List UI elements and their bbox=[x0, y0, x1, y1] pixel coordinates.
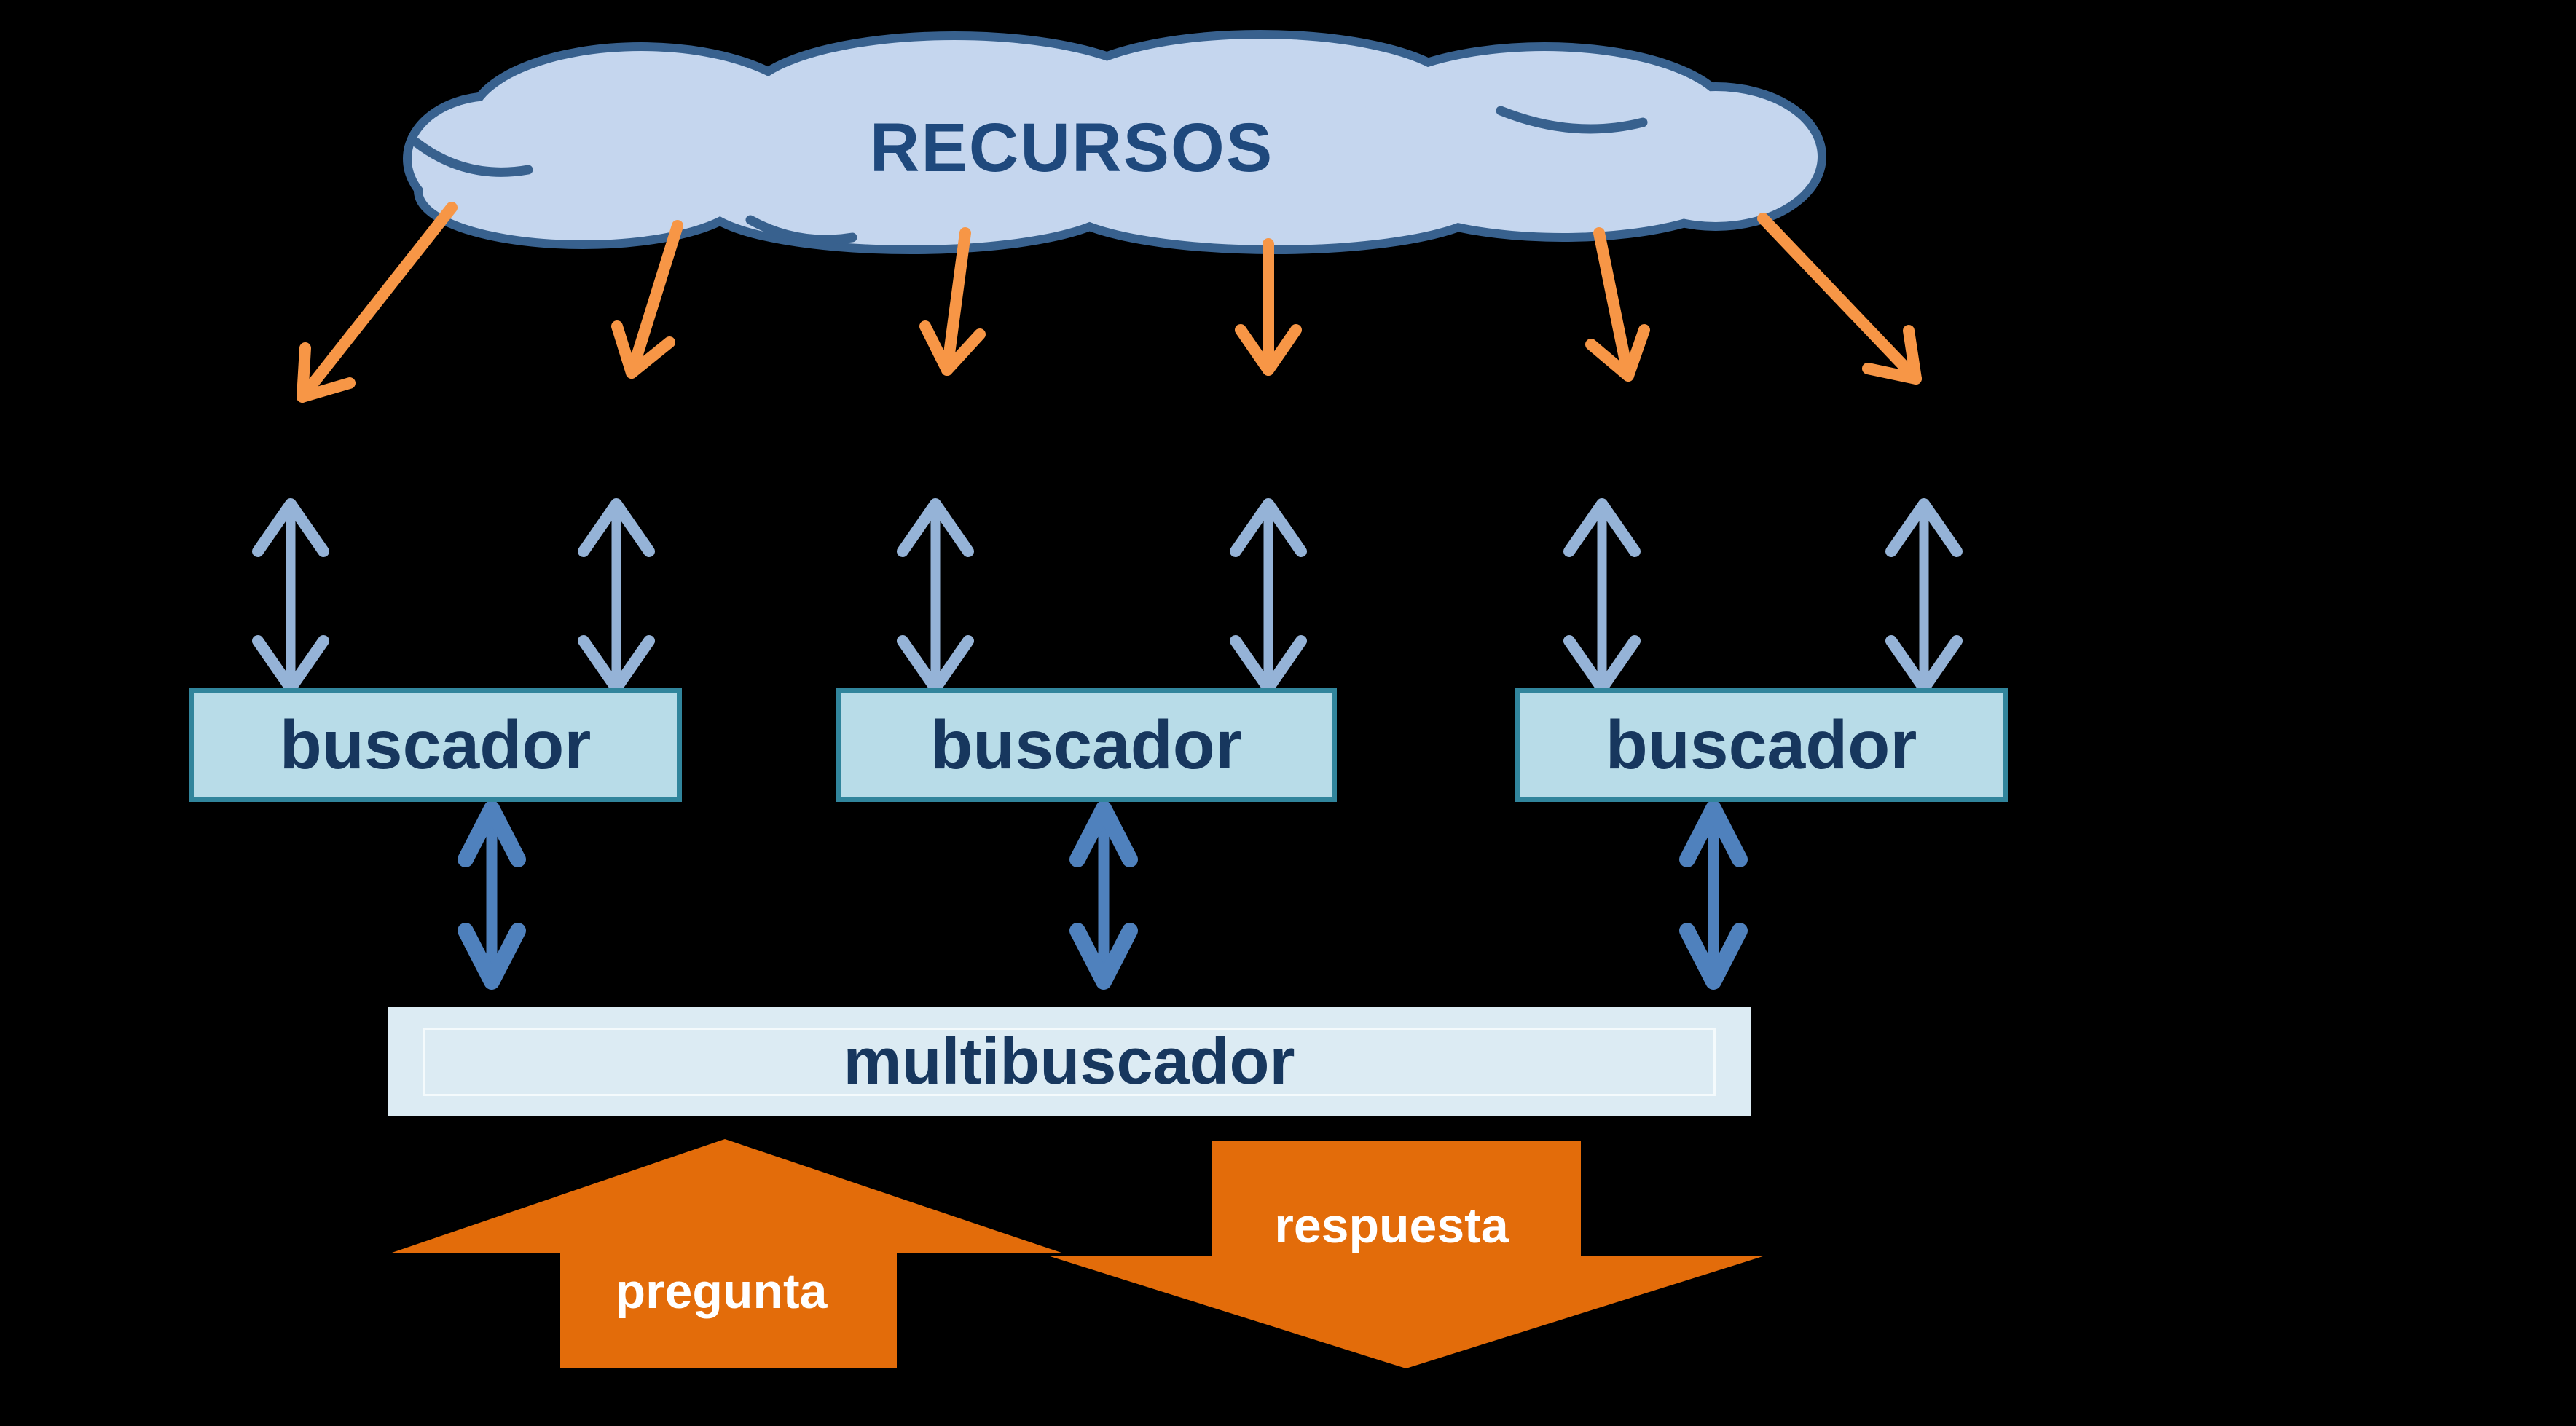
bidirectional-arrow-dark-icon bbox=[1679, 800, 1748, 990]
searcher-box-2: buscador bbox=[836, 688, 1337, 802]
cloud-tuck-arcs bbox=[412, 106, 1648, 245]
question-arrow-label: pregunta bbox=[615, 1264, 828, 1319]
answer-arrow-label: respuesta bbox=[1274, 1198, 1509, 1253]
cloud-searcher-arrows bbox=[252, 498, 1963, 694]
resources-cloud bbox=[403, 30, 1826, 254]
multisearcher-inner-outline bbox=[423, 1028, 1716, 1096]
searcher-box-1: buscador bbox=[189, 688, 682, 802]
bidirectional-arrow-icon bbox=[252, 498, 329, 694]
multisearcher-box-label: multibuscador bbox=[843, 1025, 1295, 1098]
bidirectional-arrow-icon bbox=[1885, 498, 1963, 694]
bidirectional-arrow-icon bbox=[1230, 498, 1307, 694]
resource-arrow-icon bbox=[297, 202, 458, 403]
resources-cloud-label: RECURSOS bbox=[869, 109, 1274, 186]
resource-download-arrows bbox=[297, 202, 1922, 403]
searcher-box-label: buscador bbox=[279, 706, 592, 784]
bidirectional-arrow-dark-icon bbox=[458, 800, 526, 990]
bidirectional-arrow-icon bbox=[578, 498, 655, 694]
searcher-multisearcher-arrows bbox=[458, 800, 1748, 990]
question-up-arrow bbox=[392, 1139, 1061, 1368]
multisearcher-box: multibuscador bbox=[388, 1007, 1751, 1116]
searcher-box-3: buscador bbox=[1515, 688, 2008, 802]
resource-arrow-icon bbox=[1757, 213, 1922, 385]
resource-arrow-icon bbox=[919, 227, 986, 376]
resource-arrow-icon bbox=[611, 220, 683, 379]
searcher-box-label: buscador bbox=[1605, 706, 1917, 784]
bidirectional-arrow-icon bbox=[897, 498, 974, 694]
resource-arrow-icon bbox=[1235, 238, 1302, 376]
answer-down-arrow bbox=[1048, 1141, 1765, 1368]
bidirectional-arrow-icon bbox=[1563, 498, 1641, 694]
searcher-box-label: buscador bbox=[930, 706, 1242, 784]
bidirectional-arrow-dark-icon bbox=[1069, 800, 1138, 990]
resource-arrow-icon bbox=[1585, 227, 1650, 382]
